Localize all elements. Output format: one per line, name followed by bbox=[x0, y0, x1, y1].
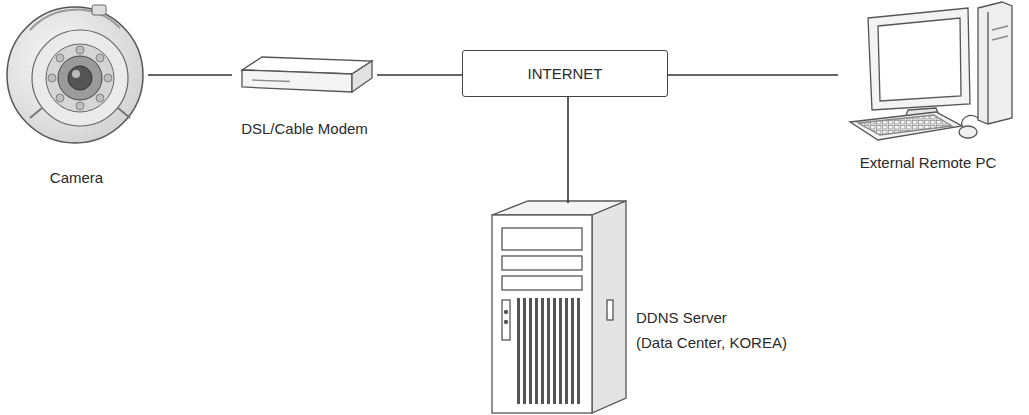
modem-icon bbox=[242, 57, 372, 92]
node-label: DDNS Server bbox=[636, 305, 727, 330]
node-label: External Remote PC bbox=[860, 150, 997, 175]
internet-box: INTERNET bbox=[462, 50, 668, 97]
camera-node: Camera bbox=[5, 5, 148, 196]
server-node: DDNS Server(Data Center, KOREA) bbox=[488, 203, 803, 408]
pc-node: External Remote PC bbox=[838, 4, 1018, 181]
dome-camera bbox=[7, 5, 143, 143]
modem-node: DSL/Cable Modem bbox=[232, 52, 377, 147]
pc-icon bbox=[850, 2, 1012, 140]
network-link bbox=[567, 97, 569, 203]
network-link bbox=[377, 74, 462, 76]
network-link bbox=[668, 74, 838, 76]
server-tower bbox=[492, 201, 626, 413]
network-link bbox=[148, 74, 232, 76]
node-label: Camera bbox=[50, 165, 103, 190]
node-label: INTERNET bbox=[528, 61, 603, 86]
node-label: DSL/Cable Modem bbox=[241, 116, 368, 141]
node-label: (Data Center, KOREA) bbox=[636, 330, 787, 355]
